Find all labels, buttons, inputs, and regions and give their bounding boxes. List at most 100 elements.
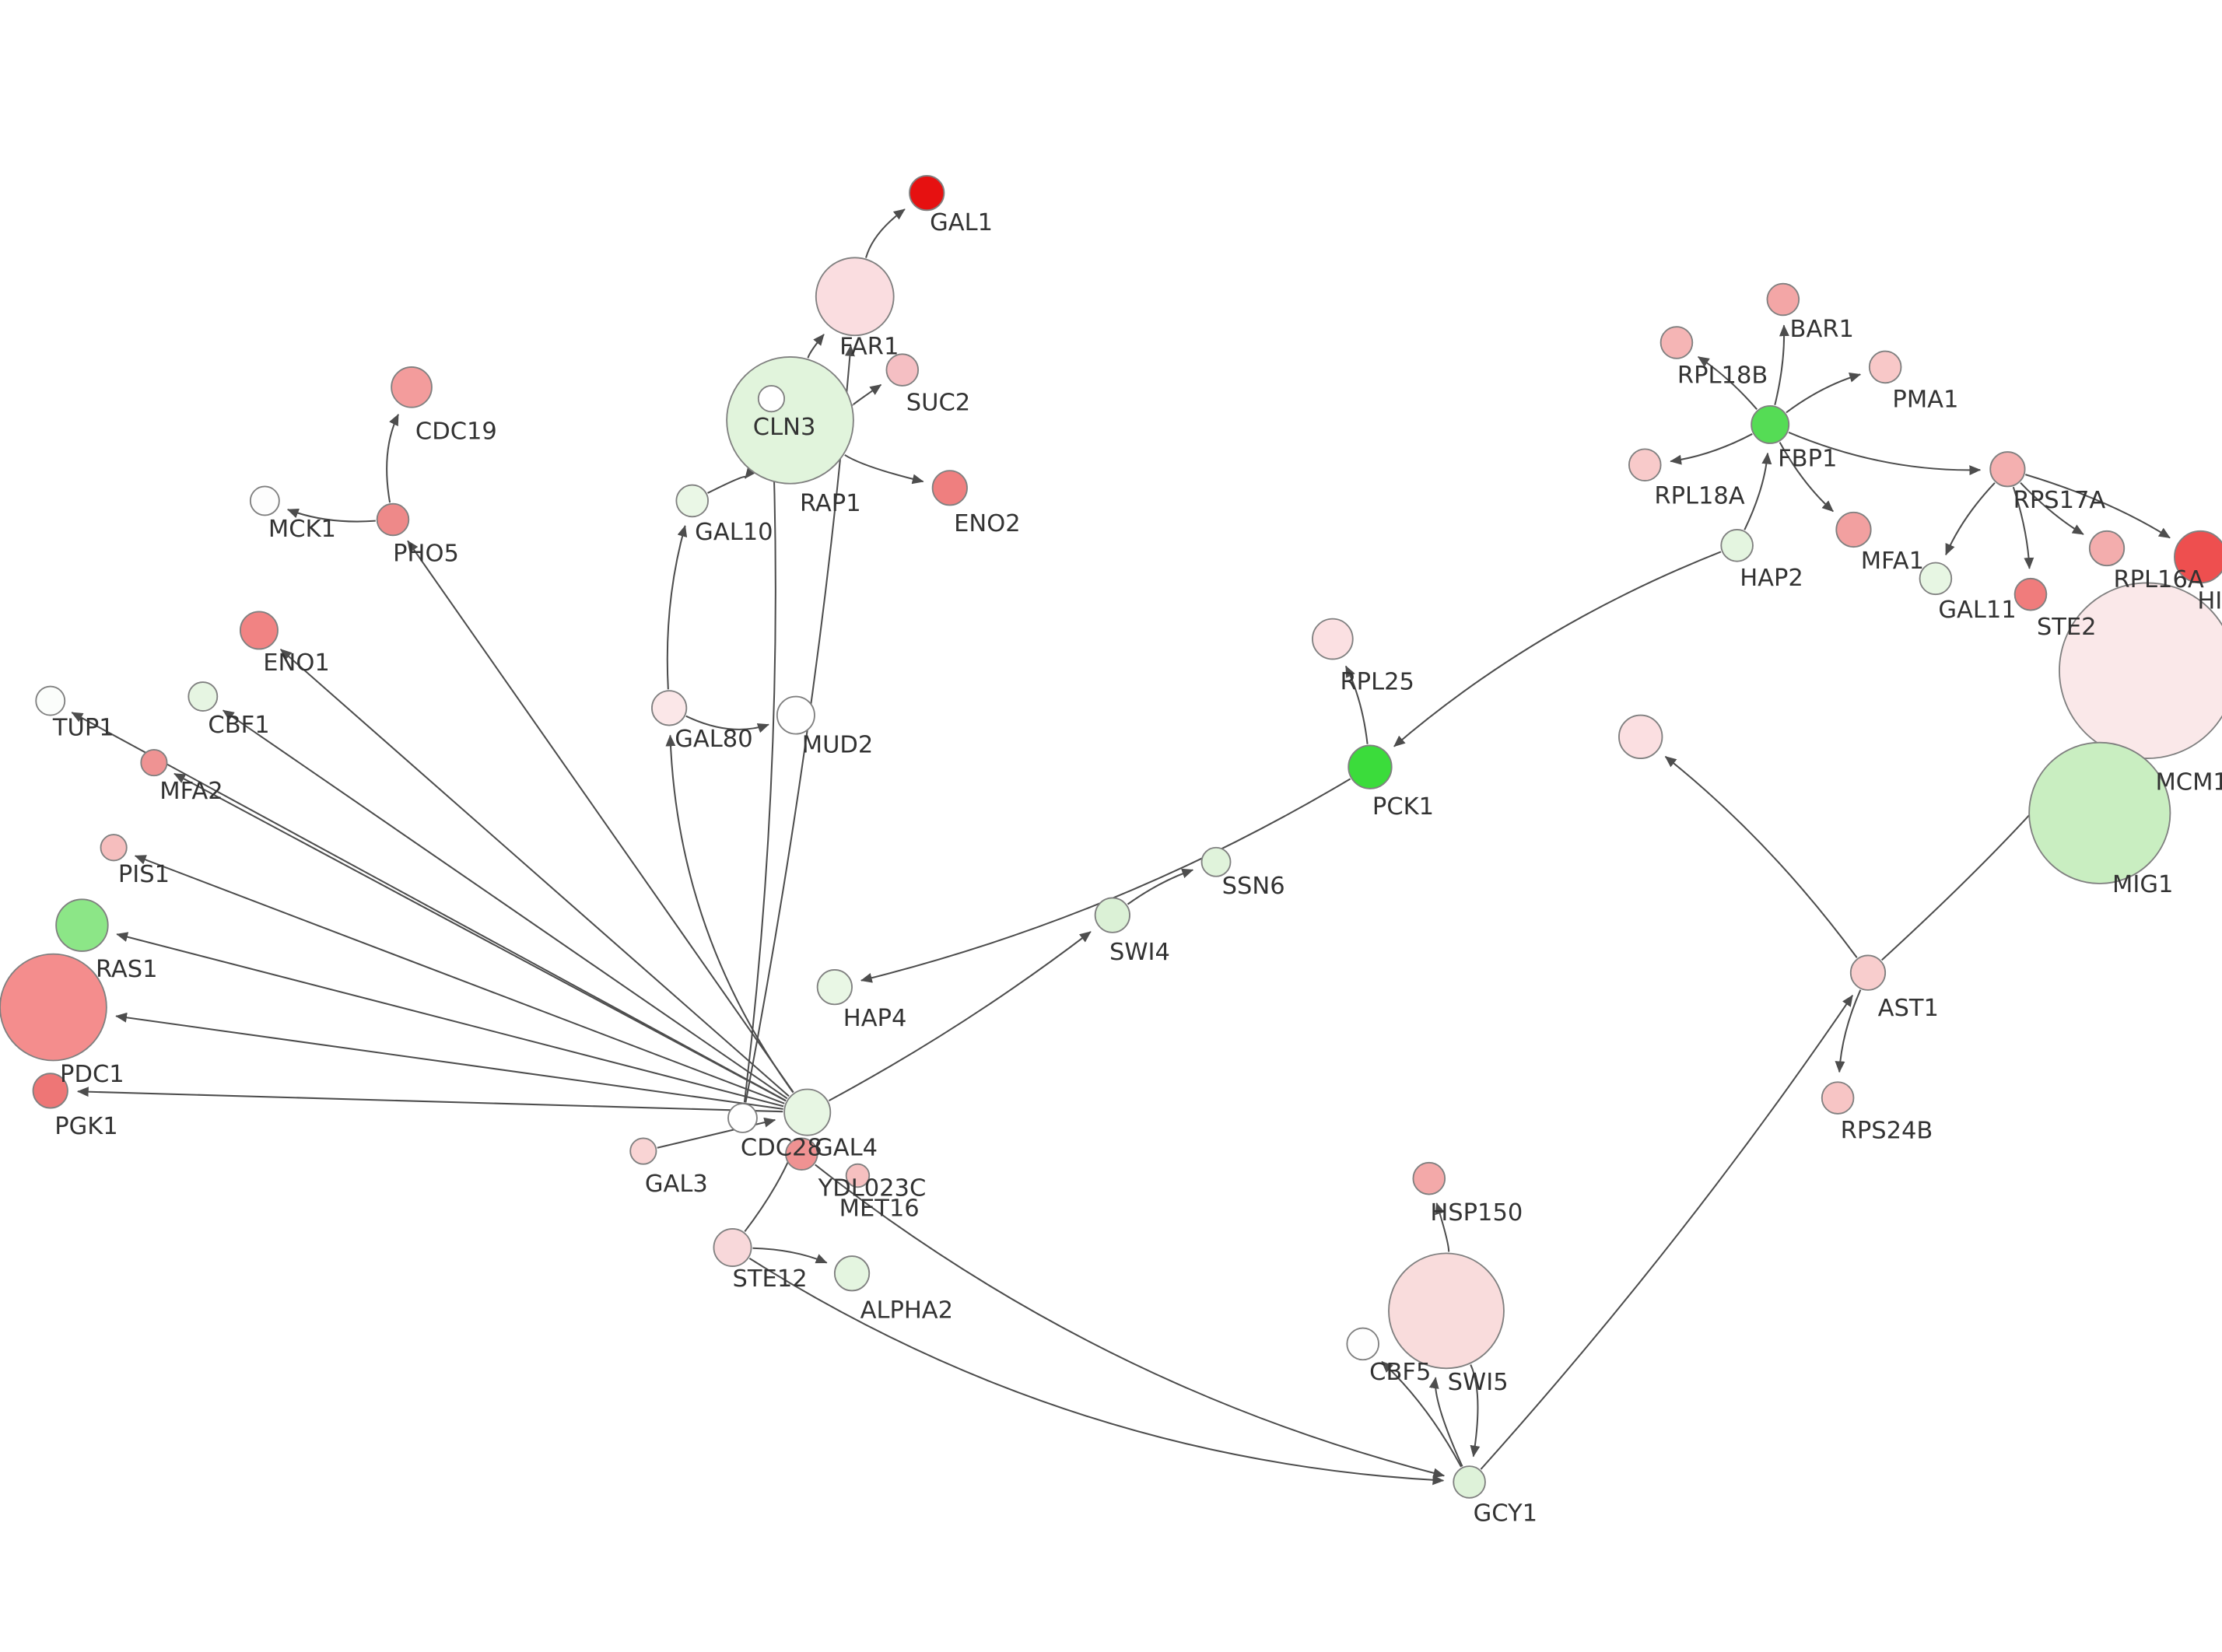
edge-GAL4-RAS1[interactable] [116,932,784,1108]
node-circle-HIS4[interactable] [2174,530,2222,584]
edge-RPS17A-STE2[interactable] [2012,486,2034,569]
edge-GAL4-SWI4[interactable] [828,931,1092,1102]
node-circle-RPL18A[interactable] [1628,448,1662,481]
edge-RAP1-SUC2[interactable] [852,383,882,406]
edge-PHO5-MCK1[interactable] [286,508,376,523]
node-circle-HAP2[interactable] [1720,529,1754,562]
node-circle-RPS17A[interactable] [1989,451,2026,488]
node-STE2[interactable] [2013,577,2048,611]
edge-GAL4-PHO5[interactable] [407,540,794,1093]
node-RPL18A[interactable] [1628,448,1662,481]
node-circle-PIS1[interactable] [100,834,128,862]
edge-GAL80-GAL10[interactable] [666,525,688,690]
node-ENO1[interactable] [239,611,279,650]
edge-PCK1-RPL25[interactable] [1344,665,1369,744]
edge-GAL80-MUD2[interactable] [685,715,769,733]
node-MCK1[interactable] [249,485,280,516]
node-circle-ENO1[interactable] [239,611,279,650]
node-PGK1[interactable] [32,1073,68,1109]
edge-STE12-ALPHA2[interactable] [752,1247,828,1264]
node-SWI5[interactable] [1388,1252,1505,1370]
edge-FBP1-BAR1[interactable] [1774,324,1789,406]
node-BAR1[interactable] [1766,282,1800,317]
node-circle-MFA2[interactable] [140,749,168,777]
edge-FBP1-RPL18B[interactable] [1697,355,1758,410]
node-GAL1[interactable] [909,174,945,212]
node-AST1[interactable] [1849,954,1887,991]
edge-GAL10-RAP1[interactable] [707,466,756,494]
node-MFA1[interactable] [1835,511,1872,548]
node-circle-RPL18B[interactable] [1659,326,1694,359]
edge-RPS17A-RPL16A[interactable] [2020,481,2084,535]
node-circle-PHO5[interactable] [376,502,410,537]
edge-CDC28-CLN3[interactable] [743,421,778,1103]
node-circle-RPS24B[interactable] [1821,1081,1855,1115]
node-GCY1[interactable] [1453,1465,1486,1499]
node-circle-CDC19[interactable] [391,366,433,408]
edge-RPS17A-GAL11[interactable] [1945,482,1996,556]
node-circle-RAP1[interactable] [726,356,854,485]
edge-GAL4-MFA2[interactable] [173,772,787,1102]
edge-SWI5-GCY1[interactable] [1470,1364,1481,1458]
edge-YDL023C-GCY1[interactable] [815,1164,1446,1479]
node-RAP1[interactable] [726,356,854,485]
edge-GCY1-CBF5[interactable] [1381,1360,1462,1468]
node-circle-GAL1[interactable] [909,174,945,212]
node-circle-SWI4[interactable] [1094,897,1130,933]
node-SUC2[interactable] [885,353,920,387]
node-circle-ALPHA2[interactable] [833,1255,871,1292]
node-RPL16A[interactable] [2088,530,2126,567]
node-circle-MUD2[interactable] [776,695,815,735]
node-CLN3[interactable] [757,385,786,413]
node-GAL80[interactable] [651,690,688,726]
node-YDL023C[interactable] [785,1137,818,1171]
edge-SWI4-SSN6[interactable] [1127,868,1194,905]
edge-HAP2-PCK1[interactable] [1393,551,1722,747]
node-circle-PCK1[interactable] [1348,744,1393,789]
edge-SWI5-HSP150[interactable] [1435,1202,1450,1252]
edge-GAL4-PIS1[interactable] [134,855,785,1104]
node-circle-FBP1[interactable] [1751,404,1790,444]
node-HAP2[interactable] [1720,529,1754,562]
edge-GAL4-GAL80[interactable] [665,734,794,1094]
node-circle-MCM1[interactable] [2059,582,2222,759]
edge-FBP1-PMA1[interactable] [1786,373,1862,414]
edge-RAP1-FAR1[interactable] [807,334,825,359]
edge-GAL3-GAL4[interactable] [657,1117,776,1149]
node-PHO5[interactable] [376,502,410,537]
node-MUD2[interactable] [776,695,815,735]
node-ALPHA2[interactable] [833,1255,871,1292]
node-STE12[interactable] [713,1228,752,1267]
node-PDC1[interactable] [0,953,107,1062]
node-circle-BAR1[interactable] [1766,282,1800,317]
node-circle-MFA1[interactable] [1835,511,1872,548]
node-MFA2[interactable] [140,749,168,777]
node-MET16[interactable] [845,1163,871,1188]
edge-RPS17A-HIS4[interactable] [2025,474,2171,539]
node-MIG1[interactable] [2028,741,2171,884]
edge-FBP1-MFA1[interactable] [1779,442,1834,513]
node-circle-PDC1[interactable] [0,953,107,1062]
node-circle-RPL16A[interactable] [2088,530,2126,567]
node-TUP1[interactable] [35,685,66,716]
node-circle-SUC2[interactable] [885,353,920,387]
node-circle-YDL023C[interactable] [785,1137,818,1171]
node-RAS1[interactable] [55,898,109,952]
node-circle-GAL10[interactable] [675,484,709,518]
node-circle-GCY1[interactable] [1453,1465,1486,1499]
node-circle-RPL25[interactable] [1312,618,1354,660]
node-circle-MIG1[interactable] [2028,741,2171,884]
node-GAL3[interactable] [629,1137,657,1165]
node-CDC28[interactable] [727,1103,758,1133]
edge-STE12-GCY1[interactable] [748,1257,1445,1486]
node-FBP1[interactable] [1751,404,1790,444]
node-circle-CBF5[interactable] [1346,1327,1379,1361]
edge-GAL4-ENO1[interactable] [280,649,790,1097]
edge-GAL4-PGK1[interactable] [76,1087,783,1113]
node-circle-GAL80[interactable] [651,690,688,726]
node-CBF1[interactable] [188,681,219,712]
node-HAP4[interactable] [816,969,853,1006]
node-circle-CLN3[interactable] [757,385,786,413]
node-SWI4[interactable] [1094,897,1130,933]
node-HSP150[interactable] [1412,1161,1446,1195]
